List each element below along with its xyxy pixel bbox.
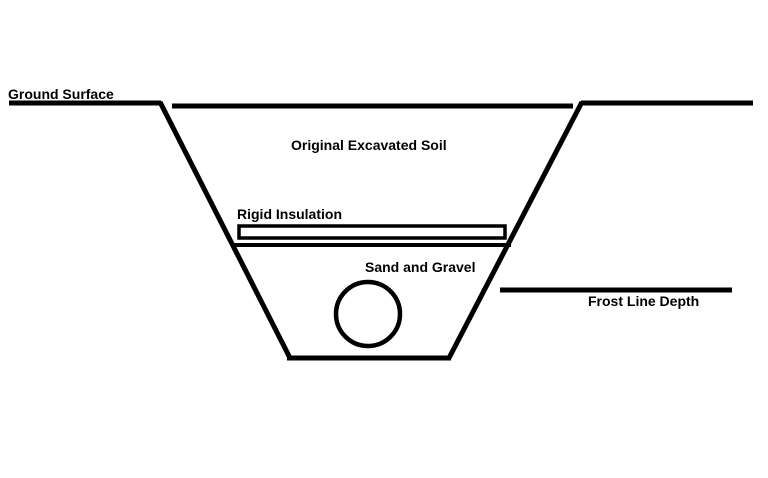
trench-wall-right	[446, 100, 585, 360]
trench-wall-left	[157, 100, 293, 360]
original-excavated-soil-label: Original Excavated Soil	[291, 137, 447, 153]
ground-surface-label: Ground Surface	[8, 86, 114, 102]
sand-and-gravel-label: Sand and Gravel	[365, 259, 476, 275]
rigid-insulation-board	[237, 224, 507, 240]
rigid-insulation-label: Rigid Insulation	[237, 206, 342, 222]
frost-line-depth-label: Frost Line Depth	[588, 293, 700, 309]
pipe-circle	[333, 279, 403, 349]
